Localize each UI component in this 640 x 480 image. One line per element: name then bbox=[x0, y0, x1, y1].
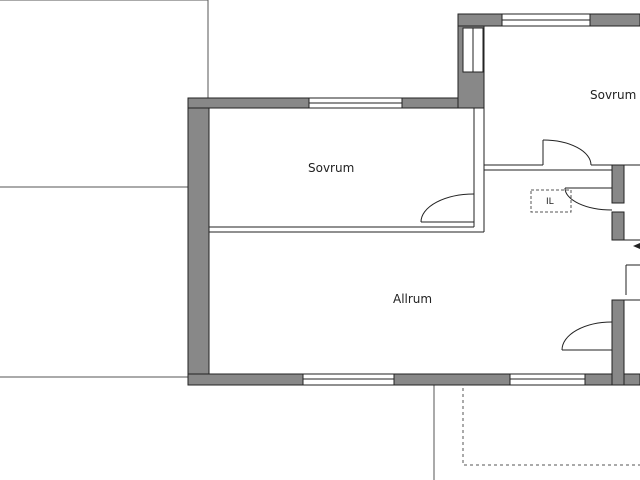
room-label-allrum: Allrum bbox=[393, 292, 432, 306]
terrace-dashed bbox=[462, 388, 640, 466]
neighbor-outline-top bbox=[0, 0, 209, 98]
installation-label: IL bbox=[546, 197, 554, 207]
windows bbox=[302, 13, 591, 386]
door-left-sovrum bbox=[420, 193, 475, 223]
arrow-marker bbox=[633, 243, 640, 249]
room-label-sovrum-left: Sovrum bbox=[308, 161, 354, 175]
door-allrum-right bbox=[561, 321, 613, 351]
wall-left bbox=[187, 97, 210, 386]
room-label-sovrum-right: Sovrum bbox=[590, 88, 636, 102]
wall-bottom bbox=[187, 373, 640, 386]
doors bbox=[420, 139, 613, 351]
door-corridor bbox=[564, 187, 613, 211]
interior-walls bbox=[209, 108, 640, 301]
site-outlines bbox=[0, 0, 435, 480]
wall-right-stub-1 bbox=[611, 164, 625, 204]
wall-right-stub-2 bbox=[611, 211, 625, 241]
installation-outline bbox=[530, 189, 572, 213]
door-right-sovrum bbox=[542, 139, 592, 166]
installation-box: IL bbox=[530, 189, 572, 213]
wall-right-stub-3 bbox=[611, 299, 625, 386]
